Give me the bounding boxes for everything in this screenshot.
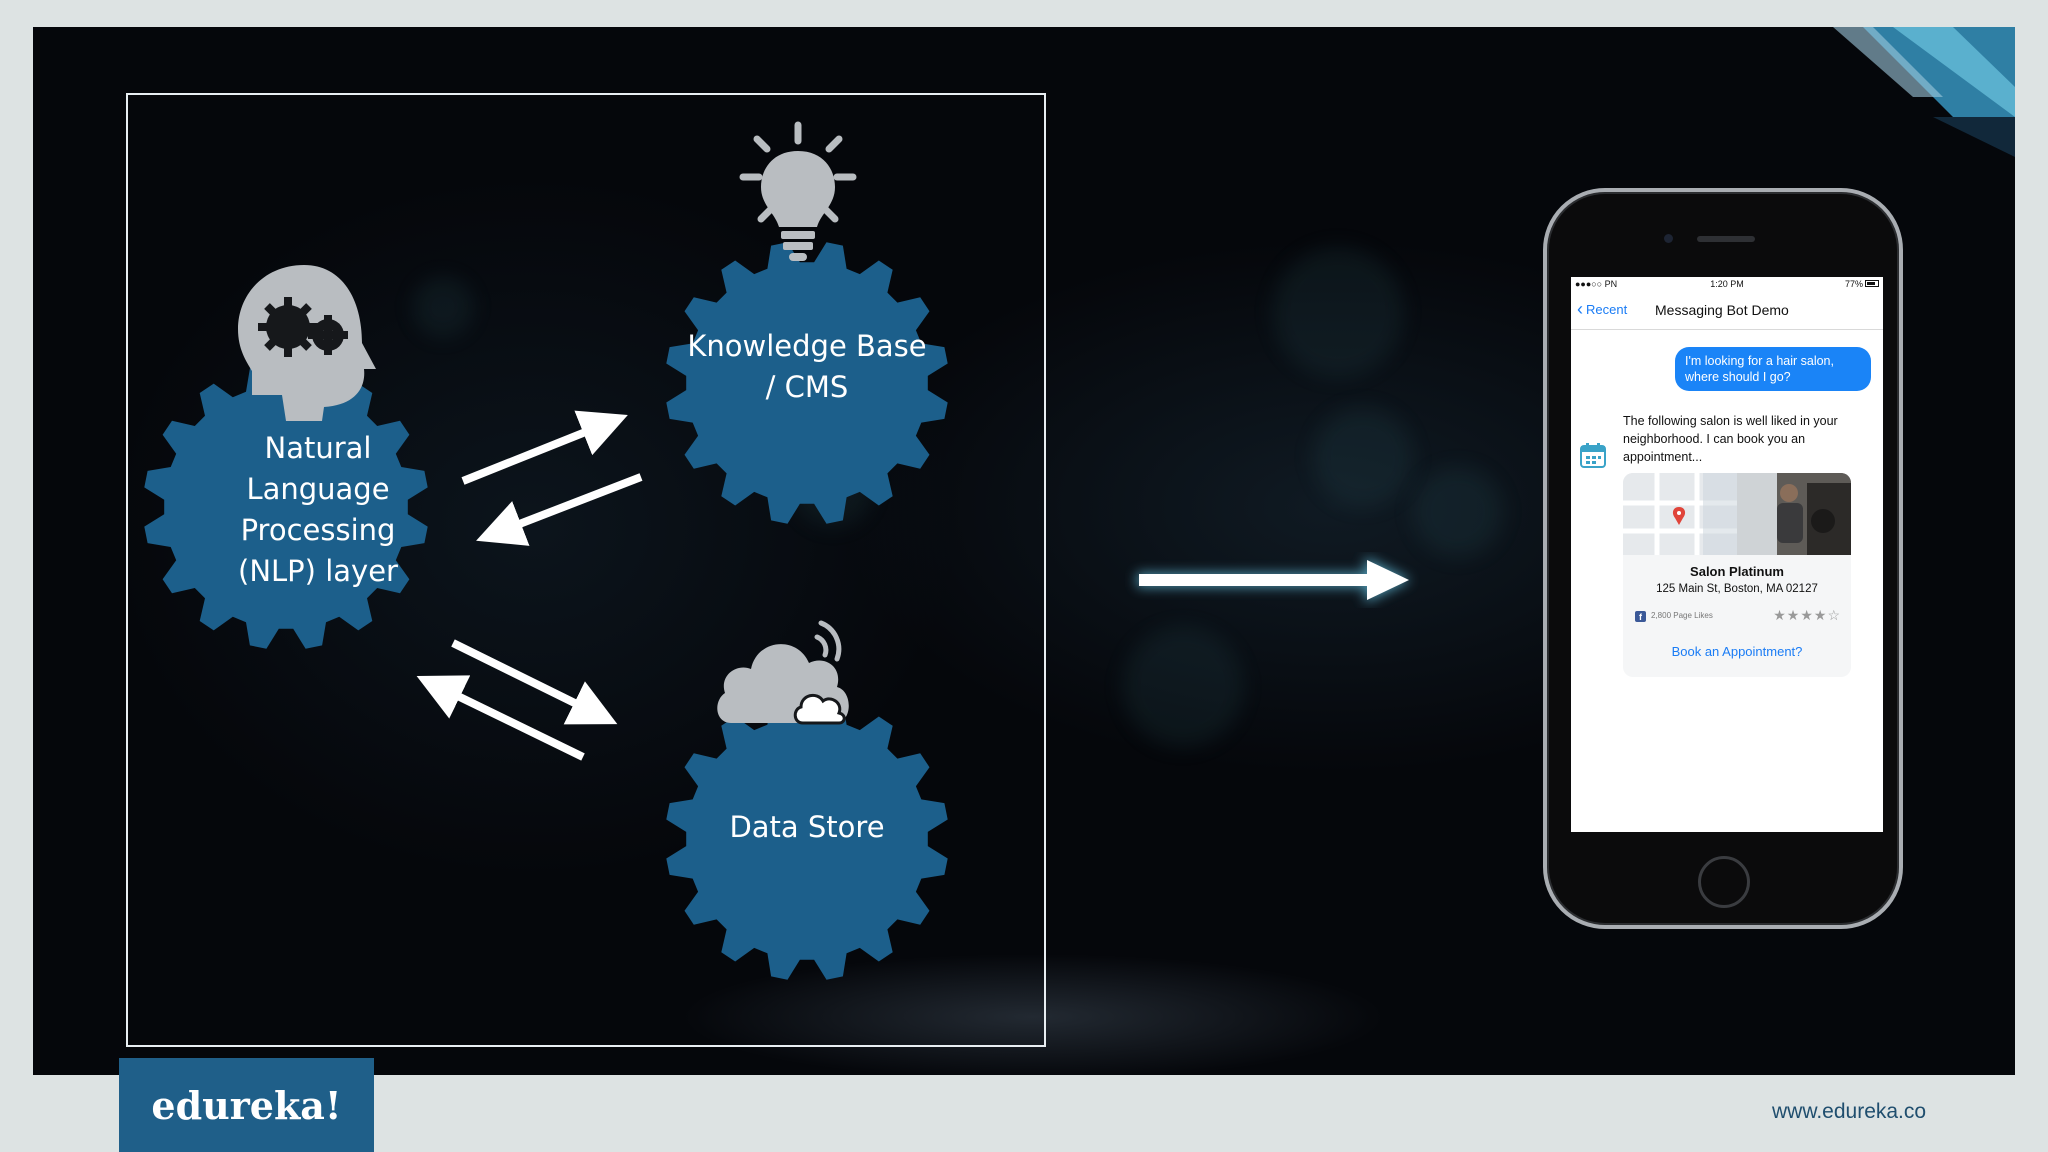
status-carrier: ●●●○○ PN — [1575, 279, 1618, 289]
arrow-to-phone — [1137, 557, 1411, 603]
phone-mockup: ●●●○○ PN 1:20 PM 77% ‹ Recent Messaging … — [1543, 188, 1903, 929]
user-message-bubble: I'm looking for a hair salon, where shou… — [1675, 347, 1871, 391]
data-store-label: Data Store — [729, 809, 885, 844]
head-gears-icon — [238, 265, 376, 421]
battery-icon — [1865, 280, 1879, 287]
nlp-label: Natural Language Processing (NLP) layer — [238, 431, 398, 588]
status-battery-text: 77% — [1844, 279, 1863, 289]
nlp-gear — [144, 365, 428, 649]
lightbulb-icon — [739, 121, 857, 261]
rating-stars: ★★★★☆ — [1773, 607, 1841, 623]
card-likes: 2,800 Page Likes — [1651, 611, 1713, 620]
status-bar: ●●●○○ PN 1:20 PM 77% — [1571, 277, 1883, 293]
edureka-logo: edureka! — [119, 1058, 374, 1152]
status-time: 1:20 PM — [1710, 279, 1744, 289]
salon-photo — [1737, 473, 1851, 555]
phone-screen: ●●●○○ PN 1:20 PM 77% ‹ Recent Messaging … — [1571, 277, 1883, 832]
back-button[interactable]: ‹ Recent — [1577, 299, 1628, 319]
back-label: Recent — [1586, 301, 1628, 317]
website-url[interactable]: www.edureka.co — [1772, 1100, 1927, 1123]
calendar-icon — [1580, 443, 1606, 468]
phone-camera — [1664, 234, 1673, 243]
bot-message: The following salon is well liked in you… — [1623, 414, 1838, 464]
corner-decoration — [1833, 27, 2015, 157]
salon-card[interactable]: Salon Platinum 125 Main St, Boston, MA 0… — [1623, 473, 1851, 677]
book-appointment-button[interactable]: Book an Appointment? — [1671, 644, 1803, 659]
arrows-nlp-datastore — [416, 639, 618, 761]
card-title: Salon Platinum — [1690, 564, 1784, 579]
nav-bar: ‹ Recent Messaging Bot Demo — [1571, 293, 1883, 330]
knowledge-base-label: Knowledge Base / CMS — [687, 329, 927, 404]
card-address: 125 Main St, Boston, MA 02127 — [1656, 583, 1818, 595]
phone-speaker — [1697, 236, 1755, 242]
phone-home-button[interactable] — [1698, 856, 1750, 908]
nav-title: Messaging Bot Demo — [1655, 302, 1789, 318]
slide: Natural Language Processing (NLP) layer … — [33, 27, 2015, 1075]
arrows-nlp-knowledge — [461, 410, 643, 546]
facebook-icon: f — [1635, 611, 1646, 622]
knowledge-base-gear — [666, 242, 948, 524]
map-thumbnail — [1623, 473, 1737, 555]
data-store-gear — [666, 698, 948, 980]
chevron-left-icon: ‹ — [1577, 299, 1583, 319]
cloud-icon — [717, 620, 849, 725]
diagram-frame — [126, 93, 1046, 1047]
